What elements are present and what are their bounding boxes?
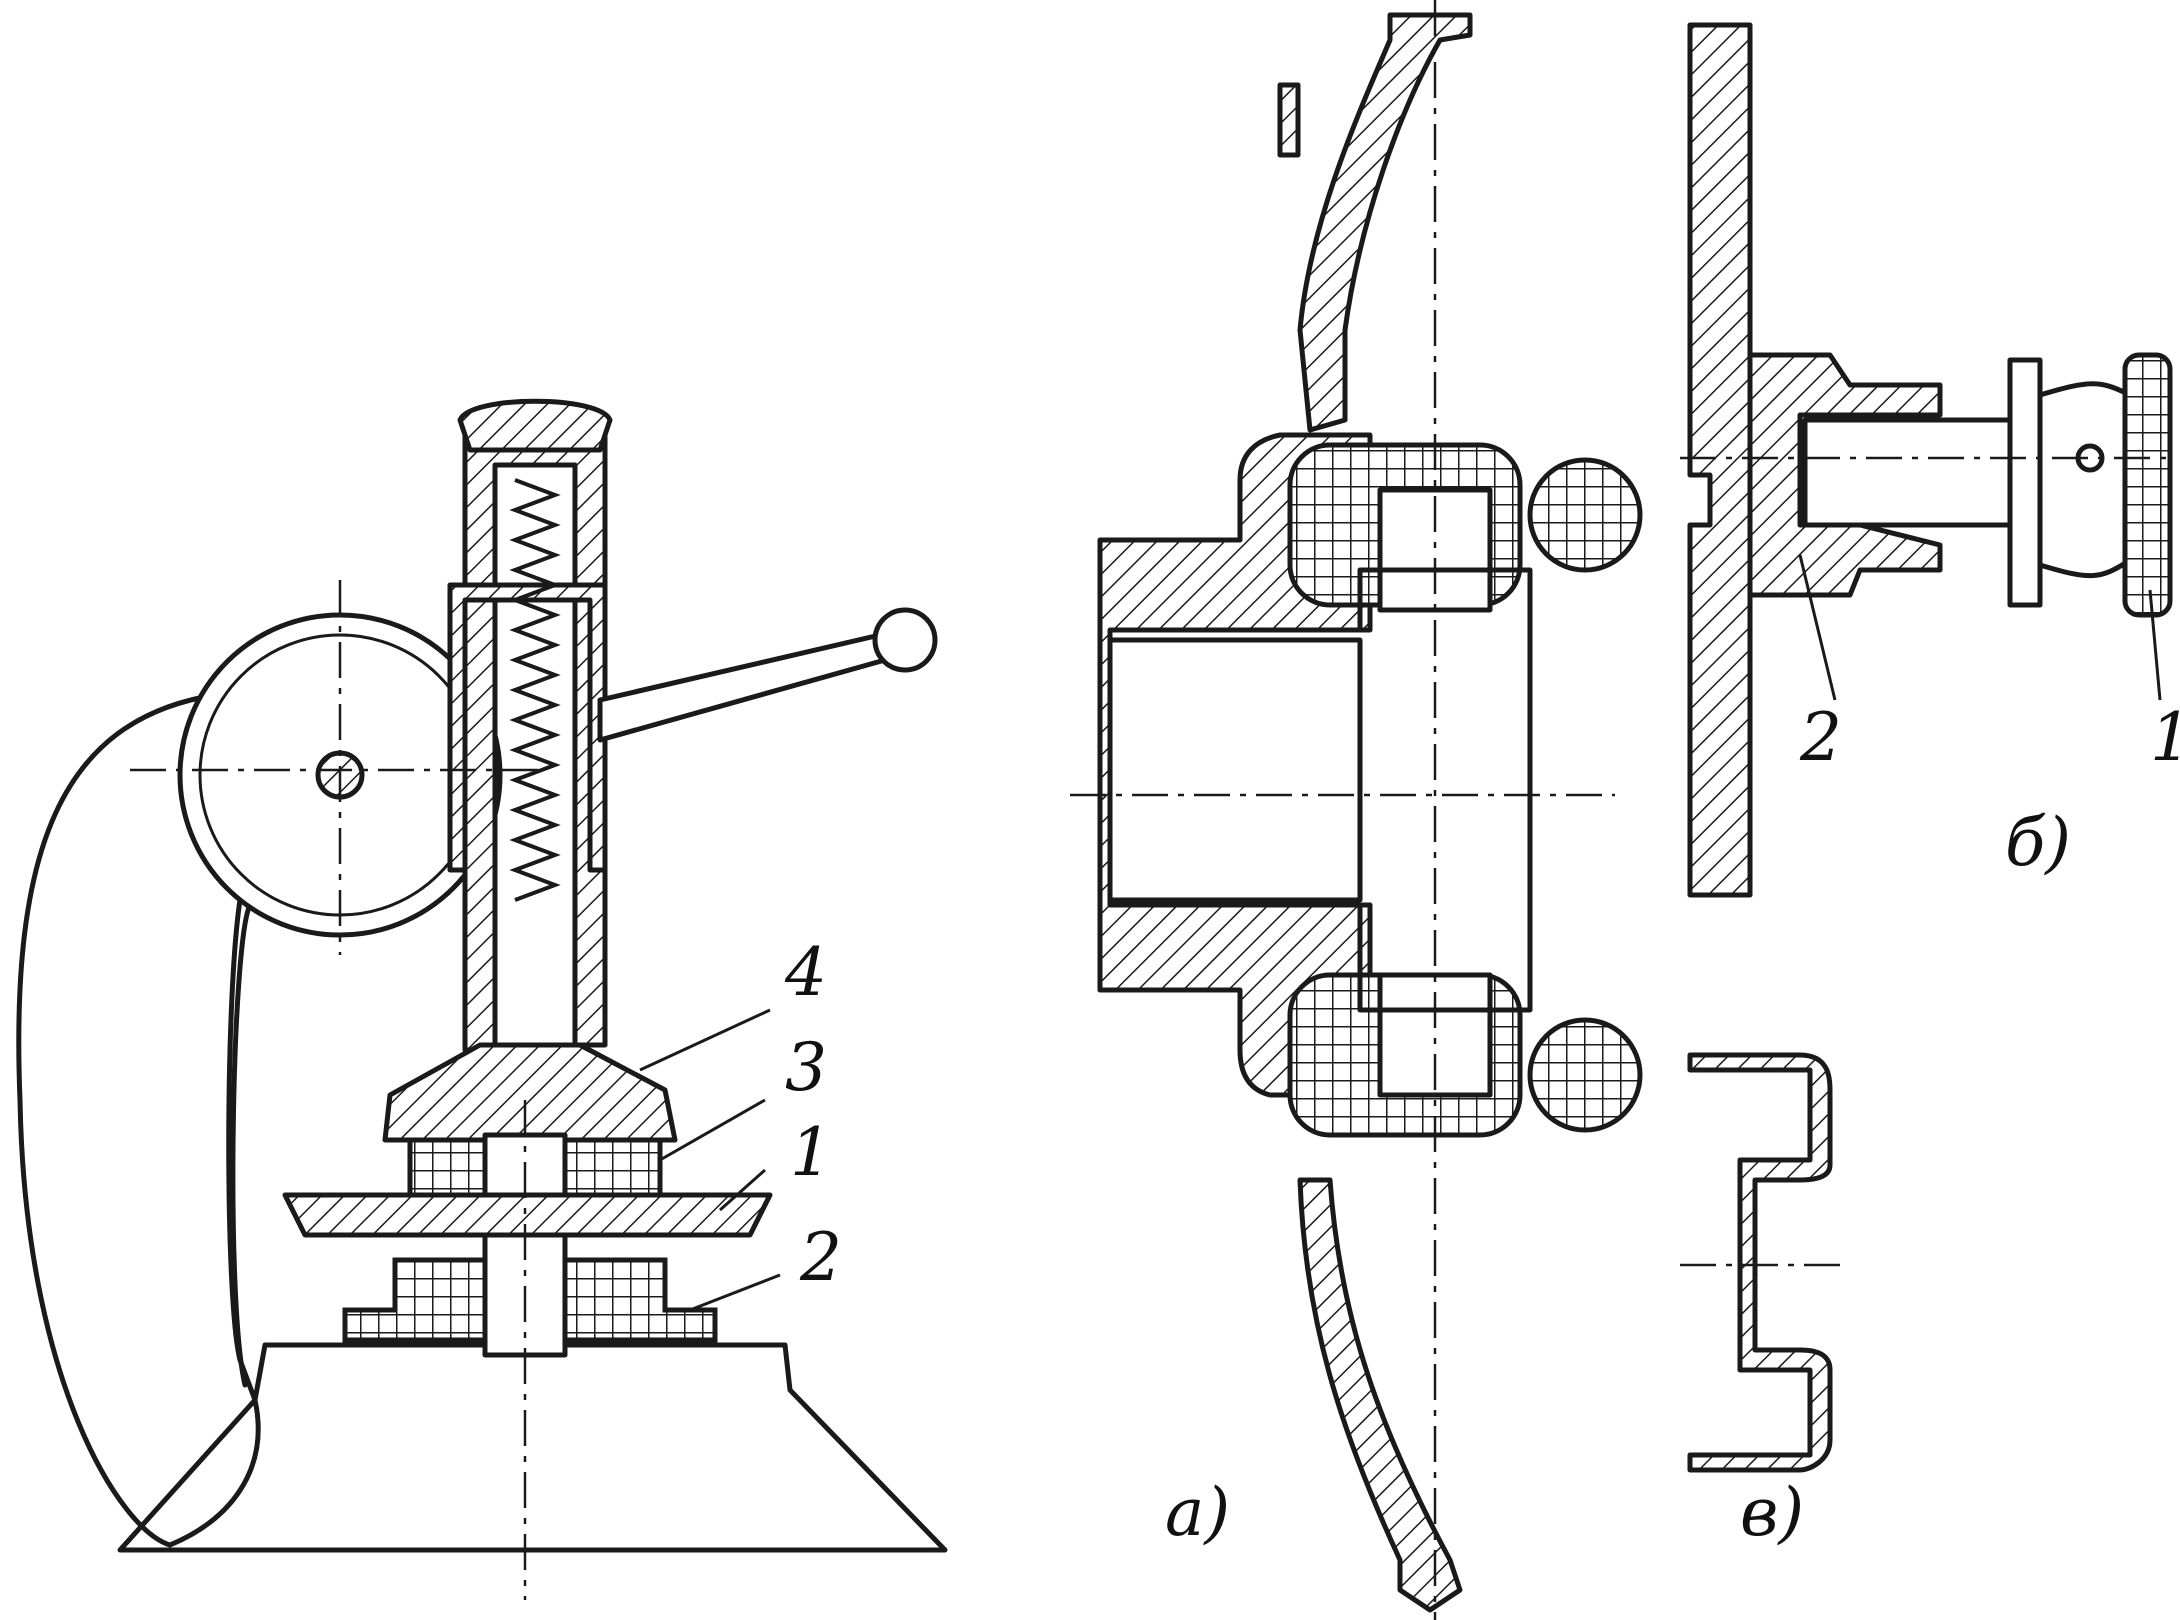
flange-plate — [282, 1192, 773, 1238]
label-part-3: 3 — [785, 1029, 827, 1106]
label-view-b: б) — [2005, 804, 2071, 881]
label-view-b-part-1: 1 — [2150, 699, 2180, 776]
handle-knurl — [2122, 352, 2173, 618]
handle-shaft — [1802, 417, 2018, 528]
handwheel-disc — [1687, 22, 1753, 898]
leader-2 — [689, 1273, 781, 1312]
lever-knob — [872, 607, 938, 673]
handle-flange — [2007, 357, 2043, 608]
label-part-4: 4 — [784, 934, 827, 1011]
spring — [509, 478, 561, 902]
handle-neck — [2037, 381, 2133, 579]
leader-1 — [719, 1168, 766, 1212]
upper-web — [1297, 12, 1473, 433]
label-view-v: в) — [1740, 1474, 1804, 1551]
lower-web — [1297, 1177, 1463, 1613]
hub-bore — [1107, 637, 1363, 903]
frame-tube — [16, 692, 293, 1548]
lower-block-left — [342, 1257, 488, 1343]
view-b-assembly — [1680, 22, 2175, 898]
channel-profile — [1687, 1052, 1833, 1473]
label-part-2: 2 — [799, 1219, 842, 1296]
label-part-1: 1 — [790, 1114, 832, 1191]
label-view-b-part-2: 2 — [1799, 699, 1842, 776]
view-a-assembly — [1070, 0, 1643, 1620]
label-view-a: а) — [1165, 1474, 1230, 1551]
lever-arm — [597, 632, 888, 743]
press-head — [382, 1042, 678, 1143]
indicator-bar — [1277, 82, 1301, 158]
roller-upper — [1527, 457, 1643, 573]
leader-4 — [639, 1008, 771, 1072]
leader-3 — [659, 1098, 766, 1162]
leader-b1 — [2148, 589, 2162, 701]
main-assembly — [16, 398, 948, 1600]
column-housing — [462, 412, 608, 1053]
view-v-profile — [1680, 1052, 1850, 1473]
lower-block-right — [562, 1257, 718, 1343]
leader-lines — [639, 554, 2162, 1312]
leader-b2 — [1798, 554, 1837, 701]
frame-tube-inner — [230, 902, 253, 1388]
bore-wall — [1357, 567, 1533, 1013]
side-sleeve — [447, 582, 608, 873]
column-cap — [457, 398, 613, 453]
roller-lower — [1527, 1017, 1643, 1133]
